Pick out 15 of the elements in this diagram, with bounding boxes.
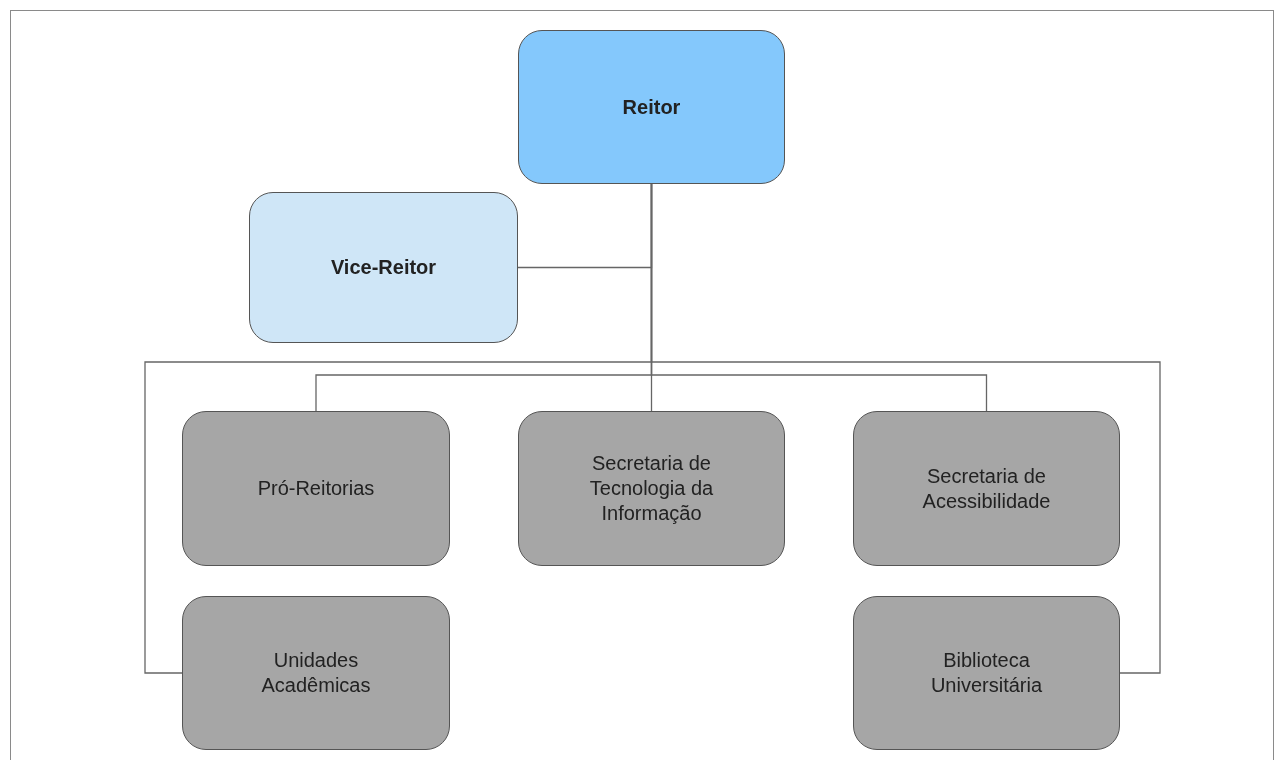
box-label: Reitor (622, 94, 681, 120)
box-label: Pró-Reitorias (257, 476, 375, 501)
connector-line (650, 183, 1161, 674)
box-label: Biblioteca Universitária (929, 648, 1044, 698)
box-label: Vice-Reitor (330, 255, 437, 280)
org-box (518, 30, 785, 184)
box-label: Secretaria de Tecnologia da Informação (588, 451, 715, 526)
box-label: Secretaria de Acessibilidade (921, 463, 1052, 514)
org-box (853, 411, 1120, 566)
org-box (249, 192, 518, 343)
org-box (182, 596, 450, 750)
box-label: Unidades Acadêmicas (260, 648, 372, 698)
org-box (518, 411, 785, 566)
org-box (182, 411, 450, 566)
org-box (853, 596, 1120, 750)
